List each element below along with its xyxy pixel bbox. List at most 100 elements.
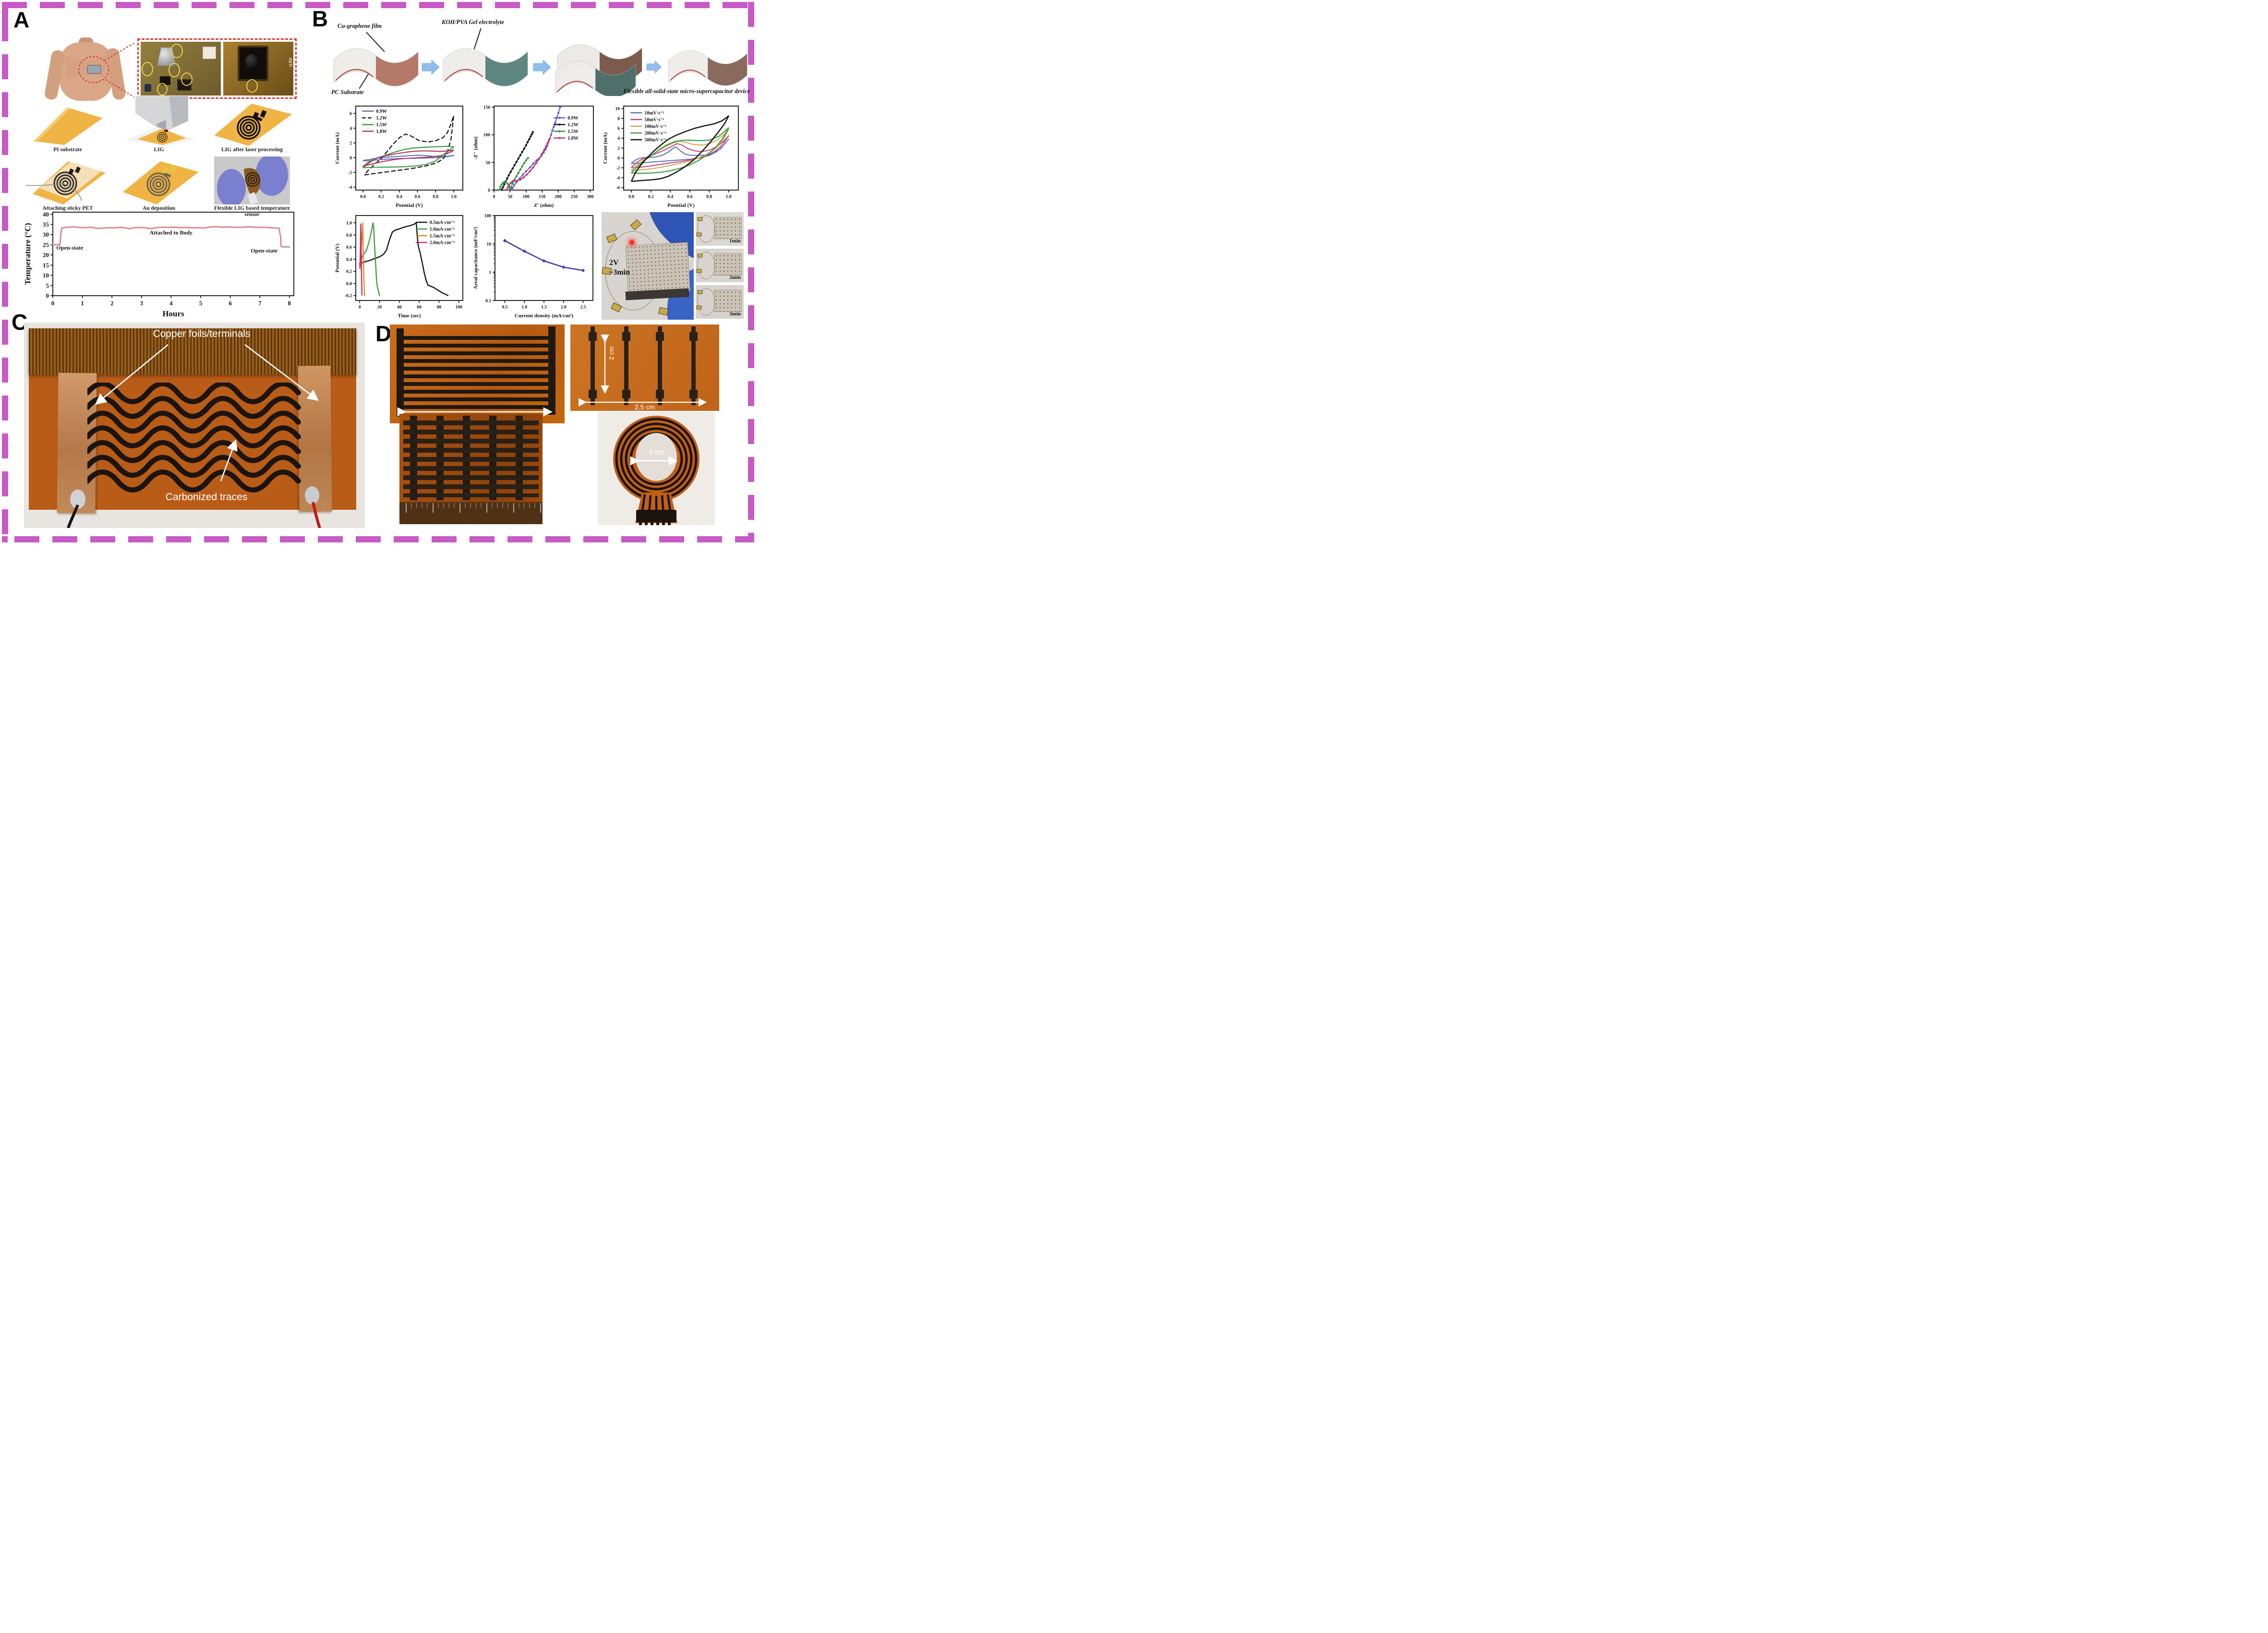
svg-text:5: 5 [199, 300, 203, 307]
svg-text:8: 8 [617, 117, 620, 121]
svg-text:-2: -2 [348, 170, 352, 175]
svg-text:150: 150 [483, 106, 491, 110]
pcb-photo-front [141, 42, 221, 96]
svg-text:2: 2 [350, 141, 352, 146]
svg-text:Current (mA): Current (mA) [603, 132, 608, 164]
svg-text:8: 8 [288, 300, 291, 307]
svg-text:5: 5 [46, 282, 49, 289]
svg-text:0.9W: 0.9W [376, 109, 387, 114]
svg-text:10mV·s⁻¹: 10mV·s⁻¹ [644, 111, 664, 116]
step-au-caption: Au deposition [142, 205, 176, 211]
svg-text:Time (sec): Time (sec) [398, 313, 421, 319]
svg-text:0: 0 [488, 188, 490, 193]
svg-text:0.0: 0.0 [346, 282, 352, 287]
svg-text:1: 1 [489, 270, 491, 275]
ic-chip [160, 76, 170, 85]
lig-bars-photo: 2 cm 2.5 cm [570, 324, 719, 411]
svg-text:200mV·s⁻¹: 200mV·s⁻¹ [644, 131, 666, 136]
step-lig-after-caption: LIG after laser processing [221, 147, 283, 153]
svg-text:0: 0 [493, 195, 495, 200]
svg-text:1.0: 1.0 [521, 305, 527, 310]
svg-text:Poential (V): Poential (V) [396, 203, 423, 208]
svg-text:Current density (mA/cm²): Current density (mA/cm²) [515, 313, 574, 319]
svg-text:20: 20 [377, 305, 382, 310]
svg-text:0.6: 0.6 [687, 195, 693, 200]
svg-text:1.5W: 1.5W [376, 122, 387, 128]
msc-cells [602, 219, 669, 316]
svg-text:Temperature (°C): Temperature (°C) [23, 223, 32, 285]
svg-text:100: 100 [484, 214, 492, 218]
svg-text:35: 35 [43, 221, 49, 228]
demo-voltage: 2V [609, 259, 619, 267]
step-pet-caption: Attaching sticky PET [42, 205, 93, 211]
coil-hole [636, 433, 677, 481]
step-au-image [116, 158, 202, 204]
svg-text:0.2: 0.2 [648, 195, 654, 200]
step-lig-caption: LIG [154, 147, 164, 153]
connector-component [203, 47, 217, 59]
svg-text:0.8: 0.8 [433, 195, 438, 200]
svg-text:Hours: Hours [162, 309, 184, 318]
frame-label-2min: 2min [729, 275, 741, 280]
carbonized-traces-label: Carbonized traces [165, 492, 248, 503]
cu-graphene-film-label: Cu-graphene film [338, 23, 382, 29]
svg-text:0: 0 [51, 300, 55, 307]
svg-text:0.2: 0.2 [378, 195, 384, 200]
highlight-ellipse-2 [142, 62, 153, 76]
svg-text:50mV·s⁻¹: 50mV·s⁻¹ [644, 118, 664, 123]
svg-text:6: 6 [229, 300, 232, 307]
led-demo-photo: 2V ~3min 1min 2min 3min [602, 212, 744, 320]
ruler-strip [399, 502, 543, 524]
step-pet-image [25, 158, 110, 204]
svg-text:0.8: 0.8 [706, 195, 712, 200]
lig-ladder-photo: 4 cm [390, 324, 565, 423]
svg-text:0.6: 0.6 [346, 245, 352, 250]
svg-text:1.8W: 1.8W [567, 136, 579, 141]
step-pi-substrate-image [25, 102, 110, 146]
msc-fabrication-schematic [333, 44, 748, 96]
svg-text:2: 2 [617, 146, 620, 151]
svg-text:-4: -4 [348, 185, 352, 190]
torso-body [45, 37, 126, 101]
lig-coil-photo: 3 cm [598, 412, 715, 525]
demo-main-frame: 2V ~3min [602, 212, 694, 320]
svg-text:Open-state: Open-state [56, 244, 84, 251]
svg-text:0: 0 [46, 292, 49, 300]
highlight-ellipse-1 [170, 44, 183, 58]
border-right [748, 2, 754, 542]
svg-text:1.2W: 1.2W [376, 116, 387, 121]
demo-frame-2min: 2min [696, 249, 744, 282]
border-bottom [2, 536, 754, 542]
arrow-step-2-3 [533, 60, 551, 75]
svg-text:0.5mA·cm⁻²: 0.5mA·cm⁻² [430, 220, 455, 226]
wearable-sensor [87, 65, 101, 74]
step-pi-substrate-caption: PI substrate [53, 147, 82, 153]
svg-text:Potential (V): Potential (V) [335, 243, 340, 273]
svg-text:0: 0 [359, 305, 361, 310]
gel-electrolyte-label: KOH/PVA Gel electrolyte [442, 19, 505, 25]
dim-label-25cm: 2.5 cm [634, 403, 655, 411]
svg-text:1: 1 [81, 300, 84, 307]
svg-text:500mV·s⁻¹: 500mV·s⁻¹ [644, 138, 666, 143]
svg-text:0.1: 0.1 [485, 299, 491, 303]
svg-text:2.0: 2.0 [561, 305, 567, 310]
svg-text:10: 10 [487, 242, 492, 247]
svg-text:1.5mA·cm⁻²: 1.5mA·cm⁻² [430, 234, 455, 239]
svg-text:1.0mA·cm⁻²: 1.0mA·cm⁻² [430, 227, 455, 232]
callout-dashed-lines [78, 43, 134, 97]
dim-label-2cm: 2 cm [608, 346, 615, 360]
schematic-step-1 [333, 48, 419, 86]
svg-text:30: 30 [43, 231, 49, 238]
demo-frame-3min: 3min [696, 285, 744, 319]
lig-grid-photo [399, 414, 543, 524]
svg-text:Current (mA): Current (mA) [335, 132, 340, 164]
svg-text:1.8W: 1.8W [376, 129, 387, 134]
svg-text:80: 80 [437, 305, 442, 310]
svg-text:20: 20 [43, 252, 49, 259]
highlight-ellipse-6 [246, 79, 258, 93]
pcb-photo-back: KETI [223, 42, 293, 96]
